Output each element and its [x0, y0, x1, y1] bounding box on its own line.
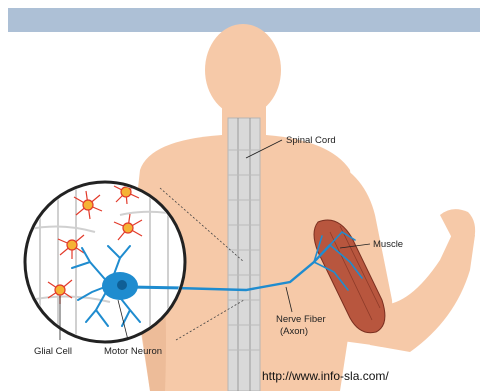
label-motor-neuron: Motor Neuron [104, 346, 162, 357]
magnified-view [25, 180, 186, 345]
spine [228, 118, 260, 391]
label-axon: (Axon) [280, 326, 308, 337]
label-muscle: Muscle [373, 239, 403, 250]
label-glial-cell: Glial Cell [34, 346, 72, 357]
source-url: http://www.info-sla.com/ [262, 369, 389, 383]
label-spinal-cord: Spinal Cord [286, 135, 336, 146]
label-nerve-fiber: Nerve Fiber [276, 314, 326, 325]
